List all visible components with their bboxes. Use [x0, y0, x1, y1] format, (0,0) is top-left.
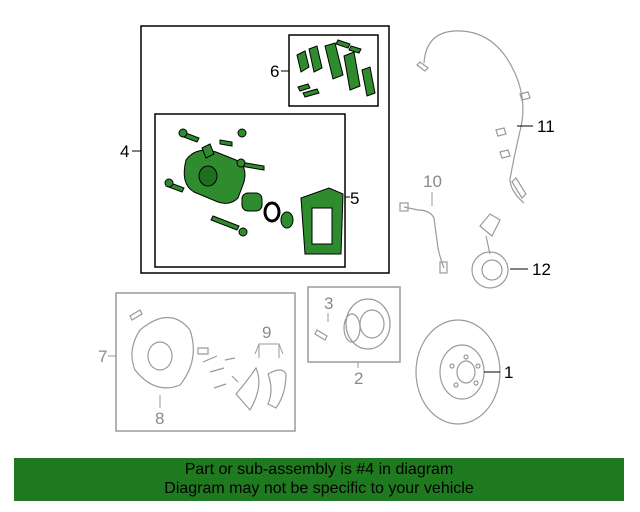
bolt-head-part — [237, 128, 247, 138]
clip-part — [335, 39, 351, 49]
hose-fitting-part — [399, 202, 409, 212]
backing-plate-part — [131, 317, 194, 389]
hub-bolt-part — [314, 329, 328, 341]
brake-shoe-part — [267, 369, 287, 409]
seal-part — [263, 201, 281, 223]
lug-hole — [453, 382, 459, 388]
assembly-4-box — [140, 25, 390, 274]
hub-bearing-part — [343, 313, 361, 343]
hub-assembly-2[interactable]: 2 3 — [307, 286, 401, 388]
backing-plate-group-7[interactable]: 7 8 9 — [98, 292, 296, 432]
callout-1: 1 — [504, 363, 513, 382]
brake-pad-part — [343, 51, 361, 91]
bolt-head-part — [178, 128, 188, 138]
bolt-part — [219, 139, 233, 147]
caliper-bracket-part — [300, 187, 344, 255]
bolt-head-part — [236, 158, 246, 168]
lug-hole — [473, 380, 479, 386]
plate-clip-part — [129, 309, 143, 321]
speed-sensor-12[interactable]: 12 — [471, 213, 551, 289]
shim-part — [361, 66, 376, 97]
callout-8: 8 — [155, 409, 164, 428]
hardware-part — [202, 355, 239, 389]
hose-line-part — [403, 206, 445, 269]
bleeder-part — [201, 143, 215, 159]
callout-7: 7 — [98, 347, 107, 366]
lug-hole — [449, 363, 455, 369]
banner-line-2: Diagram may not be specific to your vehi… — [164, 480, 474, 497]
banner-line-1: Part or sub-assembly is #4 in diagram — [184, 461, 454, 478]
clip-part — [302, 88, 320, 98]
hub-flange-part — [345, 298, 391, 350]
piston-part — [241, 192, 263, 212]
hub-box — [307, 286, 401, 363]
rotor-center-part — [456, 360, 476, 384]
callout-6: 6 — [270, 62, 279, 81]
connector-part — [416, 61, 429, 72]
backing-plate-hole — [147, 341, 173, 371]
callout-9: 9 — [262, 323, 271, 342]
callout-2: 2 — [354, 369, 363, 388]
caliper-bore-part — [198, 165, 218, 187]
wire-clip-part — [495, 127, 507, 137]
rotor-1[interactable]: 1 — [415, 319, 513, 425]
boot-part — [280, 211, 294, 229]
guide-pin-part — [210, 215, 240, 231]
brake-pad-part — [308, 45, 323, 73]
leader-9 — [254, 343, 284, 358]
callout-10: 10 — [423, 172, 442, 191]
sensor-bracket-part — [479, 213, 501, 237]
sensor-ring-part — [471, 251, 509, 289]
rotor-hat-part — [439, 344, 485, 400]
brake-pad-part — [324, 42, 344, 80]
shim-part — [296, 50, 310, 73]
brake-shoe-part — [235, 366, 260, 412]
callout-3: 3 — [324, 294, 333, 313]
lug-hole — [463, 354, 469, 360]
brake-hose-10[interactable]: 10 — [399, 172, 448, 274]
callout-12: 12 — [532, 260, 551, 279]
assembly-4-group[interactable]: 4 6 5 — [120, 25, 390, 274]
clip-part — [297, 83, 311, 92]
wire-clip-part — [499, 149, 511, 159]
pad-kit-6[interactable]: 6 — [270, 34, 379, 107]
callout-4: 4 — [120, 142, 129, 161]
clip-part — [348, 45, 362, 54]
caliper-box — [154, 113, 346, 268]
sensor-ring-inner — [481, 259, 503, 281]
sensor-lead-part — [485, 235, 491, 255]
info-banner: Part or sub-assembly is #4 in diagram Di… — [14, 458, 624, 501]
bolt-head-part — [164, 178, 174, 188]
abs-sensor-wire-11[interactable]: 11 — [416, 30, 555, 204]
wire-clip-part — [519, 91, 531, 101]
caliper-5[interactable]: 5 — [154, 113, 359, 268]
bolt-head-part — [238, 227, 248, 237]
backing-plate-box — [115, 292, 296, 432]
spring-part — [197, 347, 209, 355]
callout-11: 11 — [537, 117, 555, 136]
hose-fitting-part — [439, 261, 448, 274]
callout-5: 5 — [350, 189, 359, 208]
wire-clip-part — [511, 177, 527, 199]
lug-hole — [475, 363, 481, 369]
hub-center-part — [359, 309, 385, 339]
